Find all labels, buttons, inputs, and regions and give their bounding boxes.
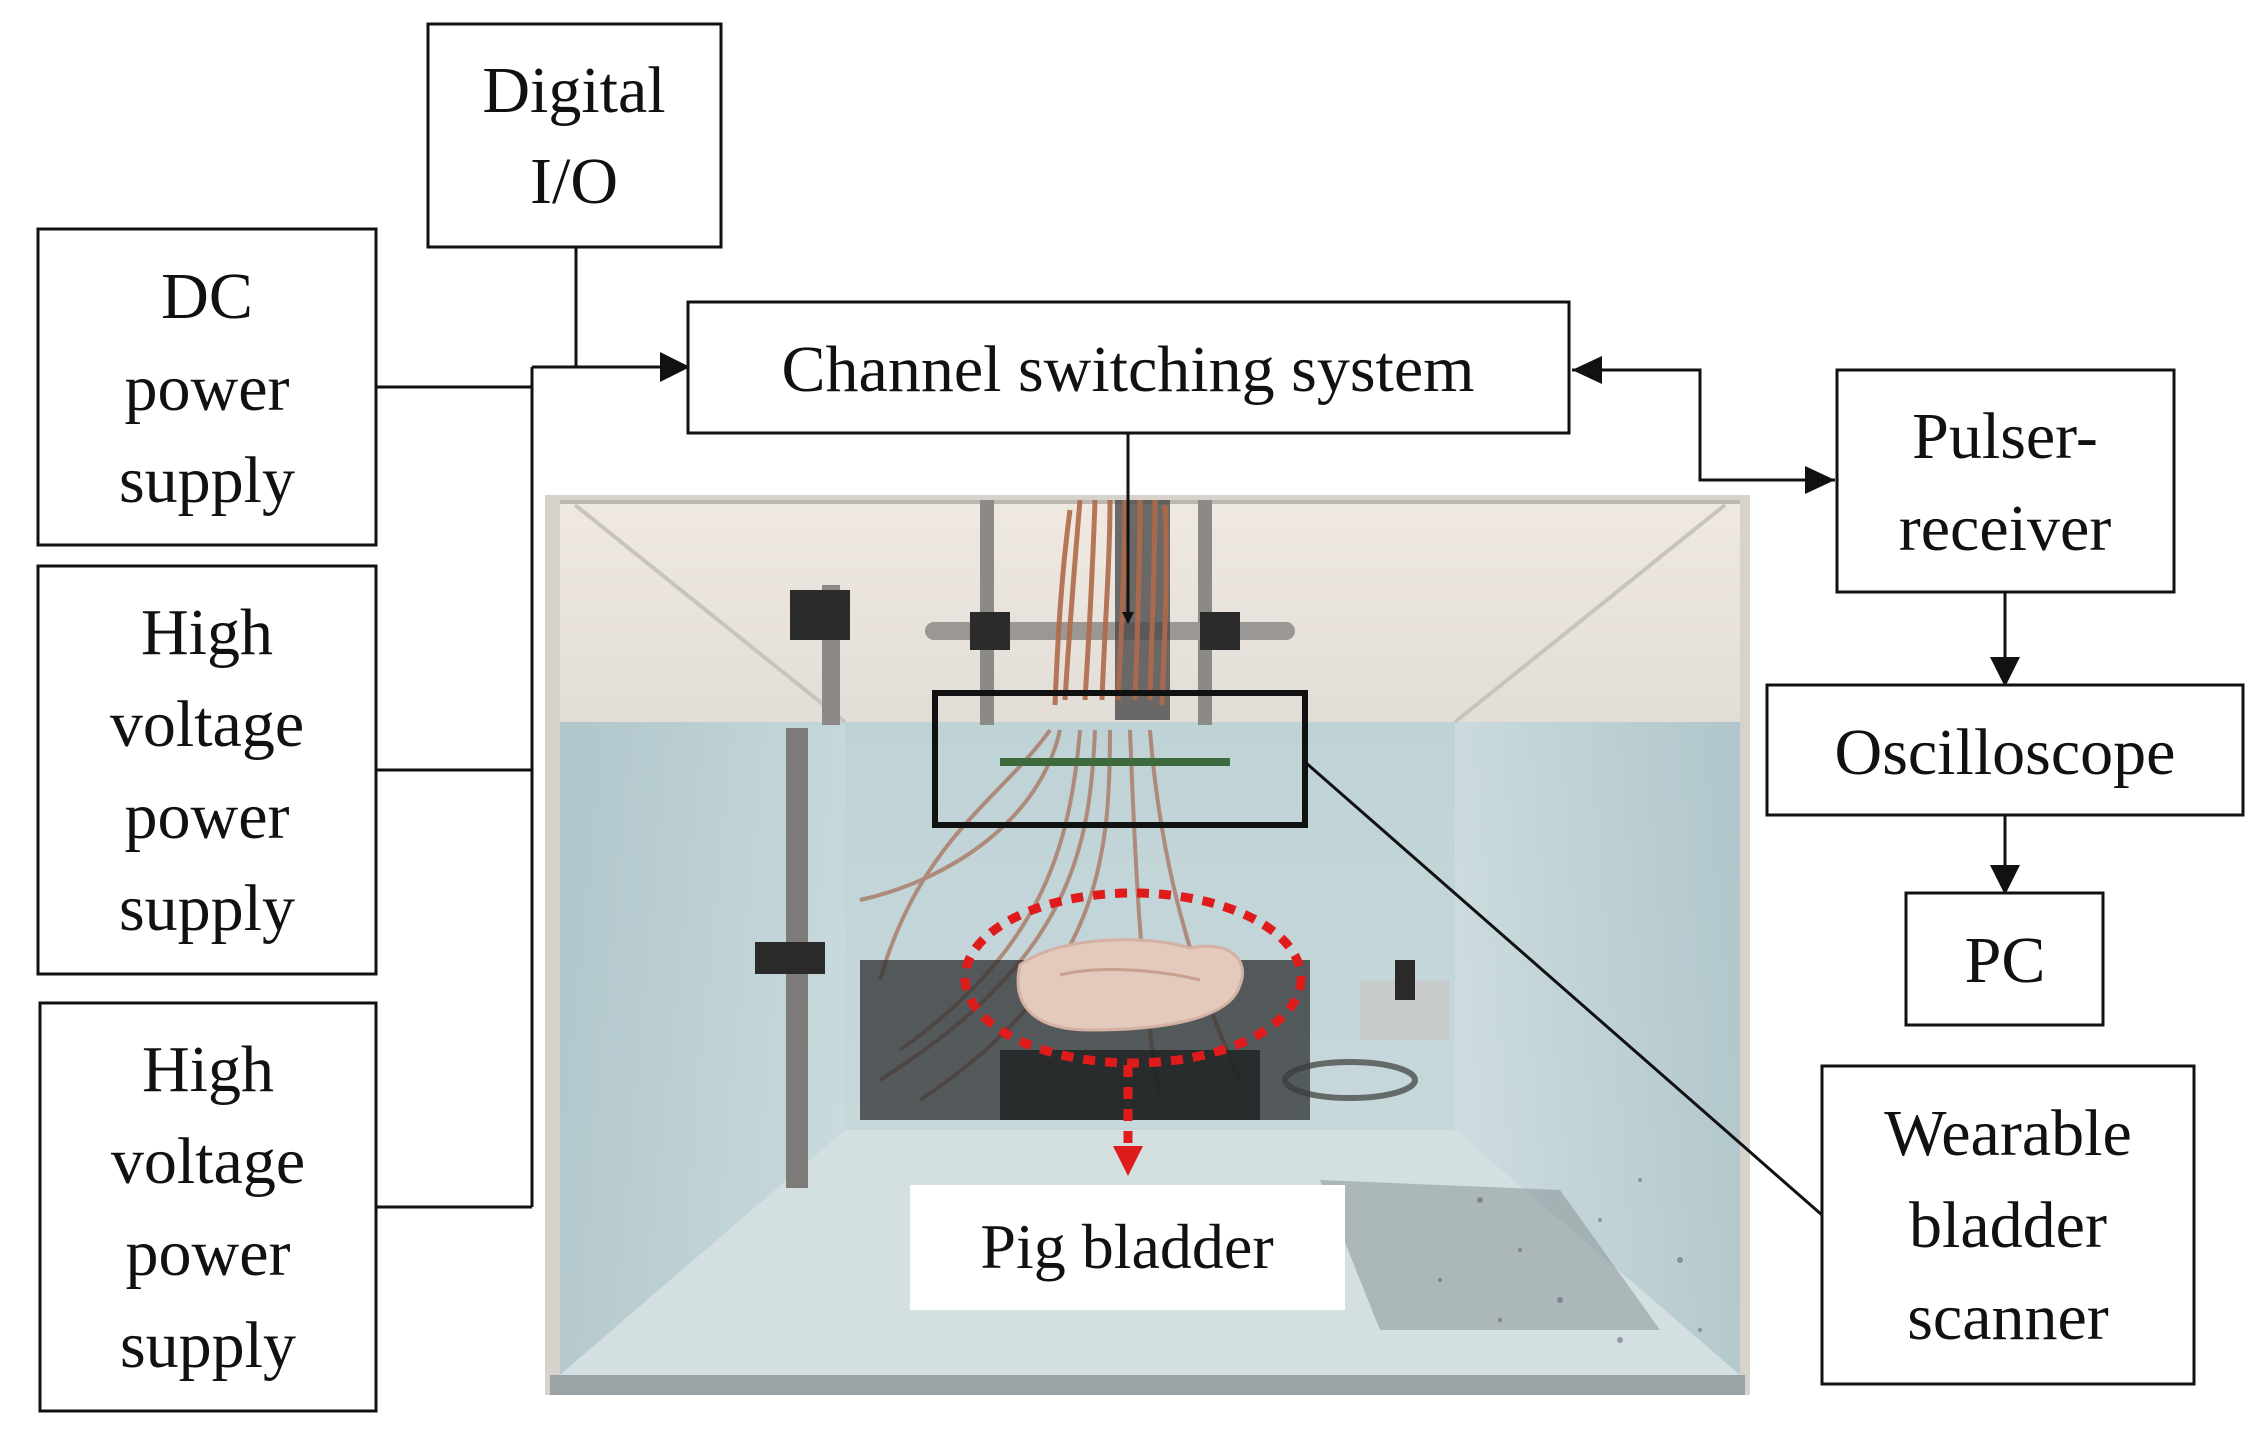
oscilloscope-label: Oscilloscope [1835, 716, 2176, 789]
channel-switching-label: Channel switching system [782, 333, 1475, 406]
dc-power-supply-box [36, 227, 378, 547]
clamp [790, 590, 850, 640]
dc-power-label-line1: DC [161, 260, 253, 333]
bladder-highlight-ellipse [960, 888, 1306, 1068]
clamp [970, 612, 1010, 650]
hv1-label-line2: voltage [110, 688, 304, 761]
tank-bottom-rim [550, 1375, 1745, 1395]
oscilloscope-box [1765, 683, 2245, 817]
wearable-bladder-scanner-box [1820, 1064, 2196, 1386]
pig-bladder-tissue [1016, 938, 1244, 1032]
coiled-cable [1282, 1059, 1418, 1101]
hv1-label-line3: power [125, 780, 290, 853]
tank-left-wall [560, 722, 845, 1375]
hv-power-supply-2-box [38, 1001, 378, 1413]
hv2-label-line4: supply [120, 1309, 296, 1382]
dc-power-label-line2: power [125, 352, 290, 425]
pulser-receiver-label-line2: receiver [1899, 492, 2111, 565]
floor-shadow [1320, 1180, 1660, 1330]
pulser-receiver-label-line1: Pulser- [1912, 400, 2098, 473]
tank-diag-right [1453, 503, 1727, 724]
switch-pulser-connector [1572, 368, 1835, 482]
sensor-strip [1000, 758, 1230, 766]
hv2-label-line2: voltage [111, 1125, 305, 1198]
channel-switching-system-box [686, 300, 1571, 435]
pc-box [1904, 891, 2105, 1027]
hv2-label-line3: power [126, 1217, 291, 1290]
water-speckles [1438, 1178, 1702, 1343]
cable-bundle [1052, 499, 1169, 706]
pc-label: PC [1965, 924, 2046, 997]
hv1-label-line4: supply [119, 872, 295, 945]
scanner-label-line2: bladder [1909, 1189, 2107, 1262]
pulser-receiver-box [1835, 368, 2176, 594]
scanner-leader-line [1304, 760, 1823, 1217]
dc-power-label-line3: supply [119, 444, 295, 517]
scanner-label-line3: scanner [1907, 1281, 2109, 1354]
rod-clamp [755, 942, 825, 974]
tank-diag-left [573, 503, 847, 724]
pig-bladder-fold [1059, 968, 1201, 982]
clamp [1200, 612, 1240, 650]
hv-power-supply-1-box [36, 564, 378, 976]
hv2-label-line1: High [142, 1033, 274, 1106]
tank-right-wall [1455, 722, 1740, 1375]
digital-io-label-line2: I/O [530, 145, 618, 218]
pig-bladder-label-box [910, 1185, 1345, 1310]
pig-bladder-label: Pig bladder [980, 1211, 1273, 1282]
scanner-highlight-box [932, 690, 1308, 828]
digital-io-label-line1: Digital [482, 54, 665, 127]
connectors [376, 247, 2020, 1209]
arrowhead-to-pulser [1805, 466, 1835, 494]
arrowhead-to-switch [1572, 356, 1602, 384]
equipment-knob [1395, 960, 1415, 1000]
scanner-label-line1: Wearable [1884, 1097, 2132, 1170]
hv1-label-line1: High [141, 596, 273, 669]
